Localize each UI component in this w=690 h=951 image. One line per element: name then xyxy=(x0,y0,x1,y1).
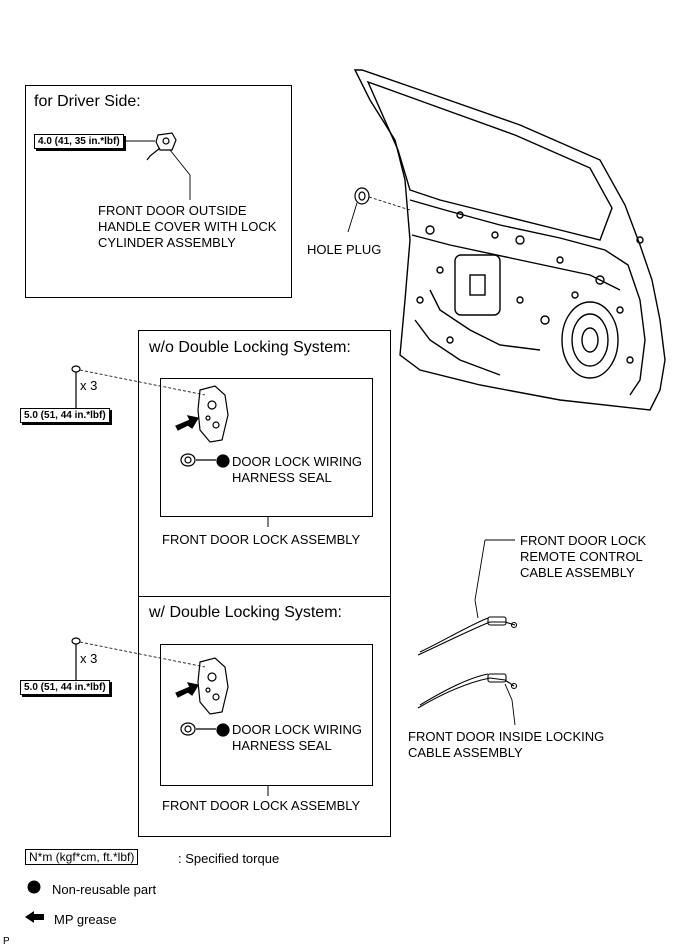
w-lock-subpanel xyxy=(160,644,373,786)
nonreusable-dot-icon xyxy=(27,880,41,894)
driver-torque-spec: 4.0 (41, 35 in.*lbf) xyxy=(34,134,124,149)
w-seal-label-2: HARNESS SEAL xyxy=(232,738,332,753)
remote-cable-label-1: FRONT DOOR LOCK xyxy=(520,533,647,548)
legend-grease-text: MP grease xyxy=(54,912,117,927)
w-torque-spec: 5.0 (51, 44 in.*lbf) xyxy=(20,680,110,695)
driver-side-panel xyxy=(25,85,292,298)
outside-handle-cover-icon xyxy=(126,132,191,200)
outside-handle-label-2: HANDLE COVER WITH LOCK xyxy=(98,219,277,234)
legend-nonreusable-text: Non-reusable part xyxy=(52,882,157,897)
remote-cable-label-2: REMOTE CONTROL xyxy=(520,549,643,564)
wo-lock-illustration xyxy=(71,365,269,527)
inside-cable-label-1: FRONT DOOR INSIDE LOCKING xyxy=(408,729,605,744)
inside-locking-cable-illustration xyxy=(417,673,518,726)
legend-torque-text: : Specified torque xyxy=(178,851,280,866)
wo-assembly-label: FRONT DOOR LOCK ASSEMBLY xyxy=(162,532,361,547)
w-seal-label-1: DOOR LOCK WIRING xyxy=(232,722,363,737)
outside-handle-label-1: FRONT DOOR OUTSIDE xyxy=(98,203,247,218)
grease-arrow-icon xyxy=(25,911,44,923)
remote-control-cable-illustration xyxy=(417,539,518,656)
w-panel-title: w/ Double Locking System: xyxy=(149,604,342,621)
hole-plug-icon xyxy=(347,187,411,233)
wo-torque-spec: 5.0 (51, 44 in.*lbf) xyxy=(20,408,110,423)
wo-screw-count: x 3 xyxy=(80,378,98,393)
inside-cable-label-2: CABLE ASSEMBLY xyxy=(408,745,523,760)
w-screw-count: x 3 xyxy=(80,651,98,666)
front-door-illustration xyxy=(353,69,666,411)
corner-mark: P xyxy=(3,936,10,947)
w-double-locking-panel xyxy=(138,596,391,837)
legend-torque-key: N*m (kgf*cm, ft.*lbf) xyxy=(25,849,139,865)
outside-handle-label-3: CYLINDER ASSEMBLY xyxy=(98,235,236,250)
w-lock-illustration xyxy=(71,637,269,796)
hole-plug-label: HOLE PLUG xyxy=(307,242,382,257)
driver-panel-title: for Driver Side: xyxy=(34,93,141,110)
wo-seal-label-1: DOOR LOCK WIRING xyxy=(232,454,363,469)
wo-seal-label-2: HARNESS SEAL xyxy=(232,470,332,485)
w-assembly-label: FRONT DOOR LOCK ASSEMBLY xyxy=(162,798,361,813)
wo-lock-subpanel xyxy=(160,378,373,517)
remote-cable-label-3: CABLE ASSEMBLY xyxy=(520,565,635,580)
wo-panel-title: w/o Double Locking System: xyxy=(149,339,351,356)
